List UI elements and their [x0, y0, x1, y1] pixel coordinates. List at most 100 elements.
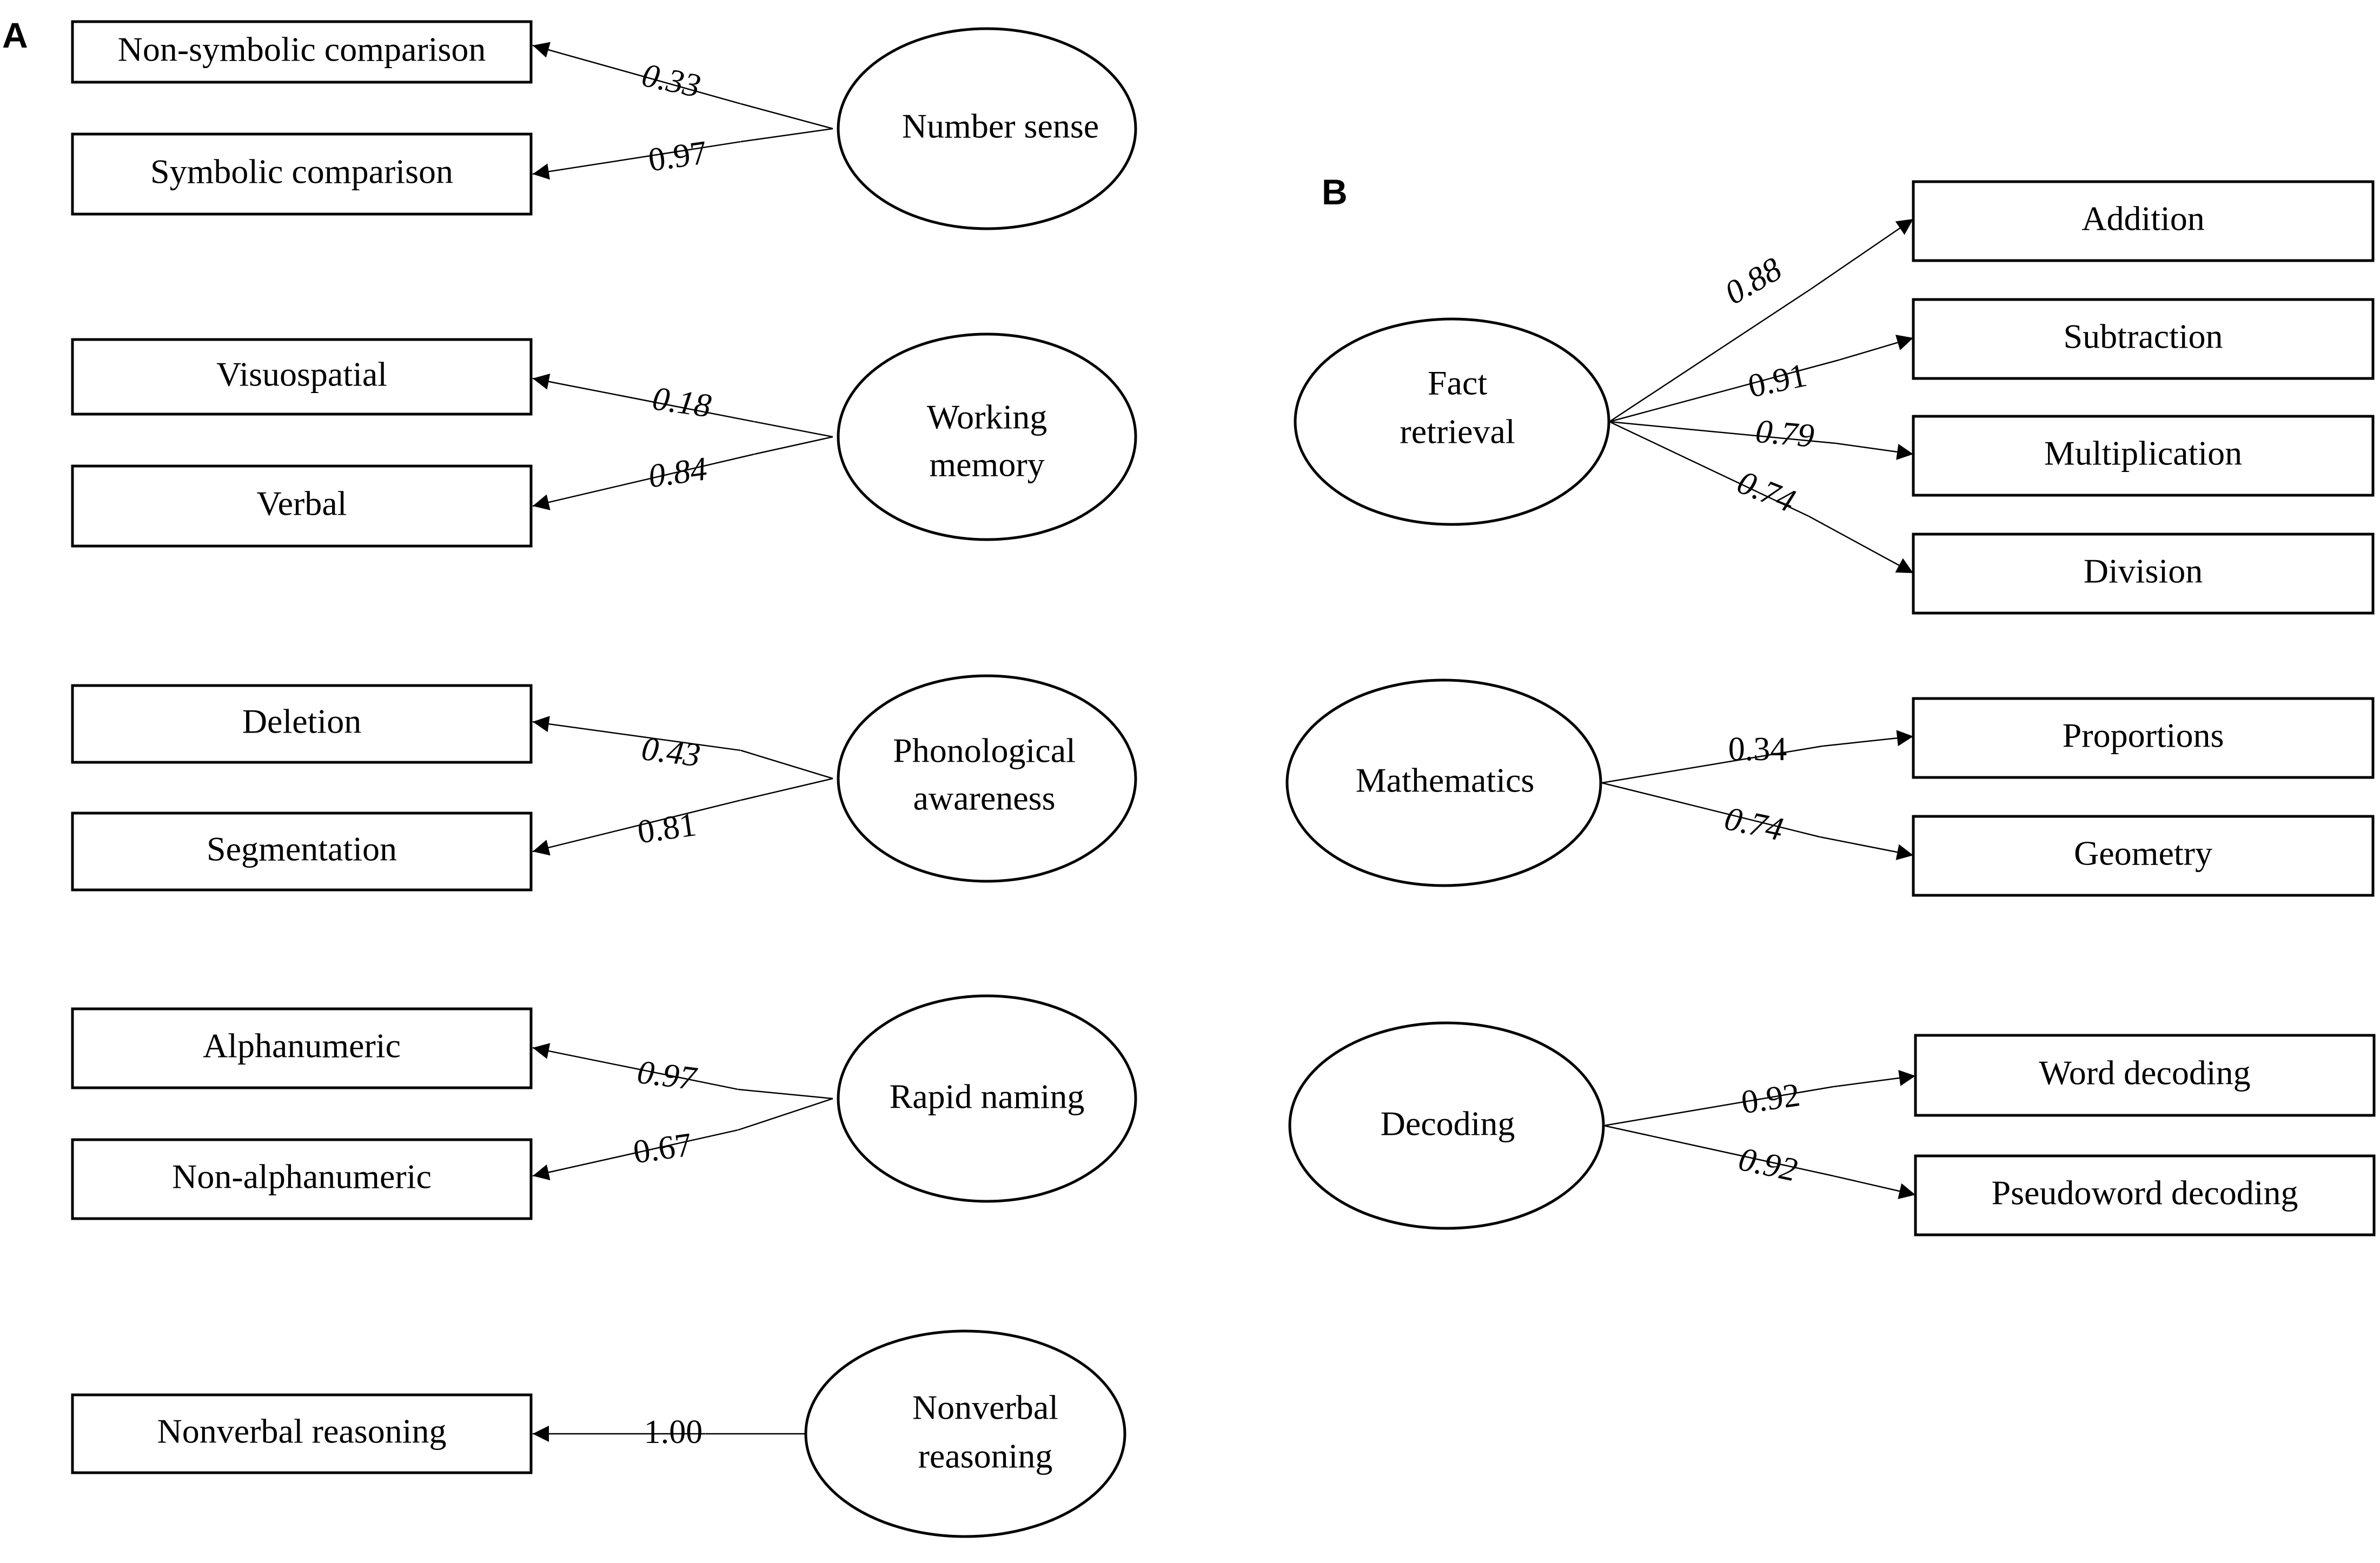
loading-value-geometry: 0.74 — [1721, 800, 1786, 848]
loading-edge-start-non-symbolic-comparison — [740, 103, 833, 130]
loading-arrow-division — [1808, 516, 1914, 574]
indicator-box-subtraction — [1912, 298, 2375, 380]
indicator-box-word-decoding — [1914, 1034, 2376, 1117]
loading-value-segmentation: 0.81 — [635, 806, 699, 850]
factor-name-working-memory-line-1: Working — [927, 398, 1047, 436]
loading-edge-start-verbal — [754, 436, 833, 455]
factor-name-working-memory-line-2: memory — [929, 445, 1044, 484]
loading-edge-start-division — [1609, 421, 1809, 517]
factor-name-nonverbal-reasoning-line-2: reasoning — [918, 1437, 1053, 1475]
factor-ellipse-number-sense — [837, 27, 1137, 230]
indicator-name-subtraction: Subtraction — [2063, 317, 2223, 356]
indicator-name-addition: Addition — [2081, 199, 2205, 238]
loading-value-pseudoword-decoding: 0.92 — [1735, 1141, 1800, 1189]
loading-arrow-addition — [1810, 218, 1914, 290]
indicator-box-non-symbolic-comparison — [71, 20, 533, 84]
loading-edge-start-proportions — [1601, 745, 1823, 784]
factor-ellipse-working-memory — [837, 332, 1137, 541]
indicator-name-multiplication: Multiplication — [2044, 434, 2242, 473]
indicator-name-nonverbal-reasoning: Nonverbal reasoning — [157, 1412, 447, 1451]
indicator-box-segmentation — [71, 812, 533, 892]
indicator-name-non-alphanumeric: Non-alphanumeric — [172, 1158, 432, 1196]
factor-name-fact-retrieval-line-2: retrieval — [1400, 413, 1515, 451]
indicator-name-pseudoword-decoding: Pseudoword decoding — [1991, 1174, 2298, 1212]
loading-value-verbal: 0.84 — [646, 450, 710, 495]
indicator-box-pseudoword-decoding — [1914, 1154, 2376, 1236]
loading-edge-start-visuospatial — [754, 421, 833, 438]
indicator-name-visuospatial: Visuospatial — [216, 355, 387, 394]
loading-value-multiplication: 0.79 — [1754, 413, 1815, 455]
loading-value-non-symbolic-comparison: 0.33 — [639, 57, 704, 105]
indicator-box-deletion — [71, 684, 533, 764]
indicator-name-alphanumeric: Alphanumeric — [203, 1027, 401, 1065]
indicator-name-word-decoding: Word decoding — [2039, 1054, 2250, 1092]
loading-value-word-decoding: 0.92 — [1739, 1076, 1802, 1121]
factor-ellipse-fact-retrieval — [1294, 317, 1610, 526]
indicator-name-non-symbolic-comparison: Non-symbolic comparison — [118, 30, 486, 69]
factor-name-number-sense-line-1: Number sense — [902, 107, 1099, 145]
loading-arrow-deletion — [532, 716, 741, 751]
factor-name-phonological-awareness-line-2: awareness — [913, 779, 1056, 817]
loading-value-proportions: 0.34 — [1728, 731, 1787, 768]
loading-value-alphanumeric: 0.97 — [635, 1054, 700, 1098]
factor-name-phonological-awareness-line-1: Phonological — [893, 731, 1076, 770]
factor-ellipse-phonological-awareness — [837, 674, 1137, 883]
loading-edge-start-non-alphanumeric — [738, 1098, 833, 1131]
indicator-box-non-alphanumeric — [71, 1138, 533, 1220]
indicator-name-proportions: Proportions — [2063, 716, 2224, 755]
indicator-box-nonverbal-reasoning — [71, 1393, 533, 1474]
indicator-name-deletion: Deletion — [242, 702, 361, 741]
factor-ellipse-nonverbal-reasoning — [804, 1329, 1126, 1538]
loading-arrow-verbal — [532, 453, 754, 510]
loading-edge-start-pseudoword-decoding — [1603, 1125, 1834, 1177]
loading-edge-start-geometry — [1601, 782, 1820, 838]
indicator-name-geometry: Geometry — [2074, 834, 2212, 873]
loading-arrow-visuospatial — [532, 374, 754, 423]
loading-value-non-alphanumeric: 0.67 — [631, 1126, 694, 1170]
loading-edge-start-subtraction — [1609, 359, 1839, 423]
loading-value-visuospatial: 0.18 — [650, 380, 713, 424]
loading-value-symbolic-comparison: 0.97 — [646, 134, 710, 178]
loading-edge-start-word-decoding — [1603, 1086, 1834, 1127]
loading-arrow-geometry — [1819, 836, 1914, 860]
loading-arrow-proportions — [1822, 730, 1914, 747]
indicator-box-alphanumeric — [71, 1007, 533, 1089]
loading-arrow-segmentation — [532, 799, 741, 856]
loading-value-deletion: 0.43 — [640, 730, 702, 774]
indicator-box-proportions — [1912, 697, 2375, 779]
loading-arrow-non-alphanumeric — [532, 1129, 738, 1181]
factor-ellipse-mathematics — [1285, 679, 1602, 887]
indicator-box-geometry — [1912, 815, 2375, 897]
loading-arrow-subtraction — [1838, 335, 1914, 361]
factor-name-mathematics-line-1: Mathematics — [1356, 761, 1535, 800]
loading-value-division: 0.74 — [1732, 464, 1800, 520]
loading-edge-start-alphanumeric — [738, 1088, 833, 1100]
loading-value-addition: 0.88 — [1719, 250, 1788, 311]
loading-edge-start-addition — [1609, 288, 1811, 423]
loading-arrow-alphanumeric — [532, 1043, 738, 1090]
factor-name-rapid-naming-line-1: Rapid naming — [890, 1078, 1085, 1116]
loading-value-nonverbal-reasoning: 1.00 — [644, 1414, 703, 1451]
loading-arrow-word-decoding — [1833, 1070, 1916, 1088]
factor-name-nonverbal-reasoning-line-1: Nonverbal — [912, 1388, 1058, 1427]
factor-name-fact-retrieval-line-1: Fact — [1428, 364, 1487, 402]
indicator-box-visuospatial — [71, 338, 533, 416]
indicator-name-symbolic-comparison: Symbolic comparison — [150, 152, 453, 191]
loading-edge-start-segmentation — [740, 777, 833, 801]
loading-edge-start-deletion — [740, 749, 833, 780]
indicator-box-verbal — [71, 464, 533, 548]
indicator-box-addition — [1912, 180, 2375, 262]
loading-arrow-pseudoword-decoding — [1833, 1175, 1916, 1199]
indicator-box-symbolic-comparison — [71, 132, 533, 216]
indicator-name-division: Division — [2084, 552, 2203, 590]
loading-arrow-non-symbolic-comparison — [532, 42, 741, 105]
loading-value-subtraction: 0.91 — [1745, 357, 1810, 405]
panel-label-b: B — [1322, 172, 1348, 212]
indicator-box-division — [1912, 533, 2375, 615]
loading-edge-start-symbolic-comparison — [740, 128, 833, 143]
loading-edge-start-multiplication — [1609, 421, 1837, 444]
factor-ellipse-rapid-naming — [837, 994, 1137, 1203]
factor-ellipse-decoding — [1288, 1021, 1605, 1230]
factor-name-decoding-line-1: Decoding — [1381, 1105, 1515, 1143]
